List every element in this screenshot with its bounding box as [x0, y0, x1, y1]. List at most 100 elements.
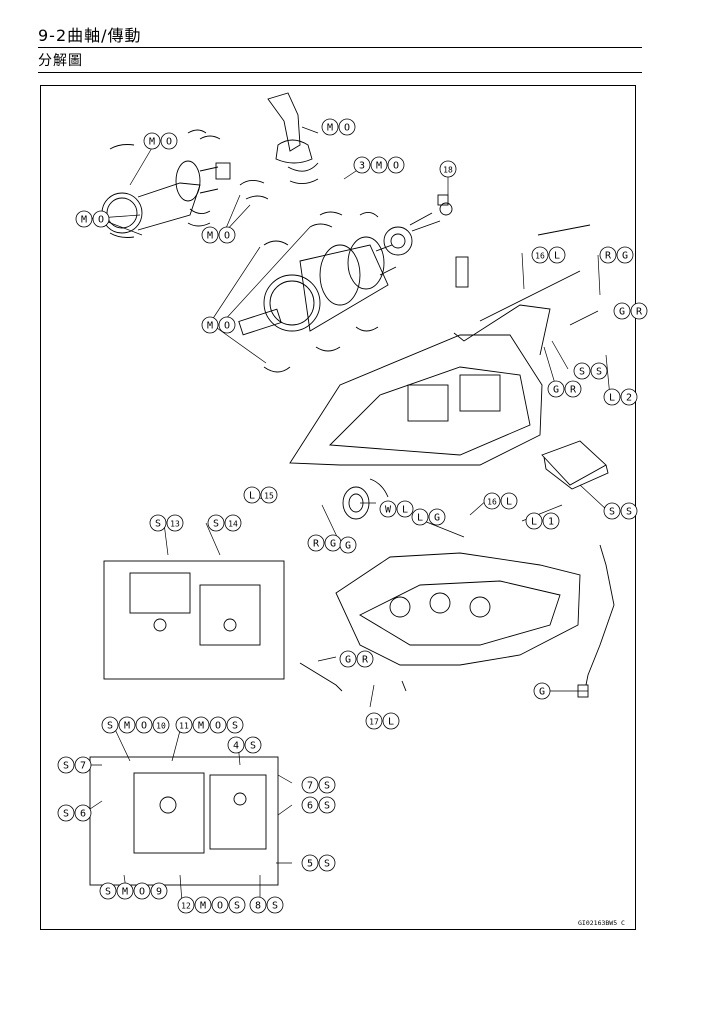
crankcase-bottom-view-1: [103, 560, 285, 680]
callout-text: 4: [233, 741, 239, 752]
callout-circle: [201, 226, 219, 244]
callout-text: R: [313, 539, 320, 550]
callout-circle: [74, 804, 92, 822]
callout-circle: [211, 896, 229, 914]
callout-circle: [201, 316, 219, 334]
callout-circle: [620, 502, 638, 520]
callout-text: S: [626, 507, 632, 518]
callout-circle: [152, 716, 170, 734]
callout-text: S: [609, 507, 615, 518]
callout-text: S: [324, 781, 330, 792]
callout-label: G: [339, 536, 357, 554]
callout-circle: [116, 882, 134, 900]
callout-circle: [428, 508, 446, 526]
callout-circle: [379, 500, 397, 518]
callout-text: O: [217, 901, 223, 912]
callout-circle: [207, 514, 225, 532]
callout-circle: [118, 716, 136, 734]
callout-circle: [218, 226, 236, 244]
callout-circle: [548, 246, 566, 264]
callout-circle: [630, 302, 648, 320]
callout-circle: [249, 896, 267, 914]
callout-circle: [613, 302, 631, 320]
callout-text: 6: [80, 809, 86, 820]
callout-circle: [339, 536, 357, 554]
callout-text: 18: [443, 166, 453, 175]
callout-circle: [500, 492, 518, 510]
balancer-shaft: [101, 144, 231, 238]
callout-text: O: [98, 215, 104, 226]
callout-text: M: [198, 721, 204, 732]
callout-text: S: [232, 721, 238, 732]
callout-text: G: [434, 513, 440, 524]
callout-circle: [307, 534, 325, 552]
callout-text: L: [402, 505, 408, 516]
callout-text: 8: [255, 901, 261, 912]
upper-crankcase: [289, 224, 591, 466]
callout-text: M: [207, 231, 213, 242]
callout-text: G: [619, 307, 625, 318]
callout-text: 9: [156, 887, 162, 898]
callout-text: 7: [307, 781, 313, 792]
callout-text: L: [417, 513, 423, 524]
callout-text: G: [345, 655, 351, 666]
callout-text: 17: [369, 718, 379, 727]
callout-text: O: [224, 321, 230, 332]
oil-pan: [541, 440, 609, 490]
callout-circle: [143, 132, 161, 150]
callout-circle: [396, 500, 414, 518]
callout-text: O: [344, 123, 350, 134]
callout-circle: [603, 502, 621, 520]
callout-text: 6: [307, 801, 313, 812]
oil-hose: [577, 544, 615, 698]
callout-circle: [224, 514, 242, 532]
callout-text: S: [107, 721, 113, 732]
callout-label: 18: [439, 160, 457, 178]
callout-circle: [525, 512, 543, 530]
callout-circle: [218, 316, 236, 334]
callout-text: R: [636, 307, 643, 318]
callout-text: 13: [170, 520, 180, 529]
callout-text: S: [579, 367, 585, 378]
callout-text: W: [385, 505, 392, 516]
callout-circle: [99, 882, 117, 900]
callout-circle: [177, 896, 195, 914]
callout-circle: [573, 362, 591, 380]
callout-circle: [57, 804, 75, 822]
callout-text: G: [553, 385, 559, 396]
callout-circle: [194, 896, 212, 914]
callout-circle: [321, 118, 339, 136]
callout-circle: [616, 246, 634, 264]
callout-circle: [533, 682, 551, 700]
callout-circle: [228, 896, 246, 914]
callout-text: 12: [181, 902, 191, 911]
callout-circle: [338, 118, 356, 136]
callout-text: S: [596, 367, 602, 378]
callout-text: 11: [179, 722, 189, 731]
callout-circle: [301, 796, 319, 814]
callout-text: L: [531, 517, 537, 528]
callout-text: O: [224, 231, 230, 242]
callout-text: O: [141, 721, 147, 732]
callout-circle: [353, 156, 371, 174]
callout-text: 3: [359, 161, 365, 172]
callout-circle: [531, 246, 549, 264]
